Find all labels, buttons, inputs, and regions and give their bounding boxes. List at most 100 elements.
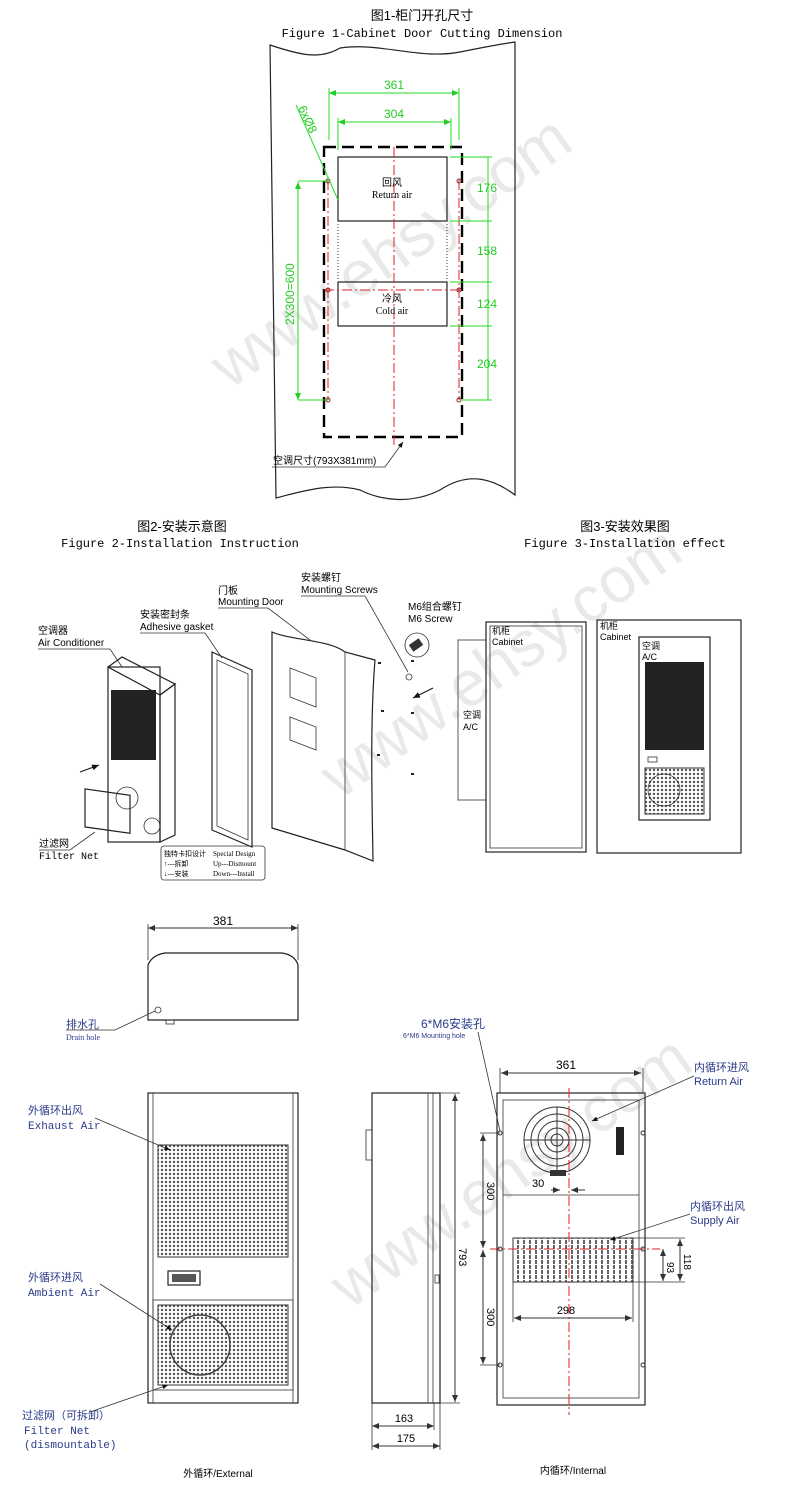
dim-361: 361 bbox=[384, 78, 404, 92]
return-fan bbox=[523, 1106, 591, 1174]
ac-label-en: A/C bbox=[463, 722, 479, 732]
ac-label-cn: 空调 bbox=[463, 709, 481, 720]
dim-vertical-span: 2X300=600 bbox=[283, 263, 297, 325]
filter-label-en2: (dismountable) bbox=[24, 1440, 116, 1452]
door-label-cn: 门板 bbox=[218, 584, 238, 597]
top-view: 381 排水孔 Drain hole bbox=[66, 914, 299, 1042]
m6-screw-detail bbox=[404, 632, 430, 658]
ac-label-cn: 空调器 bbox=[38, 624, 68, 637]
dim-158: 158 bbox=[477, 244, 497, 258]
dim-175: 175 bbox=[397, 1433, 415, 1445]
drain-hole bbox=[154, 1006, 162, 1014]
ac-front-label-en: A/C bbox=[642, 652, 658, 662]
special-l2-en: Up---Dismount bbox=[213, 860, 256, 868]
cold-air-cutout bbox=[337, 281, 448, 327]
cabinet-label-en: Cabinet bbox=[492, 637, 524, 647]
figure-3-title-cn: 图3-安装效果图 bbox=[580, 519, 670, 534]
screws-label-cn: 安装螺钉 bbox=[301, 571, 341, 584]
dim-internal-361: 361 bbox=[556, 1058, 576, 1072]
dim-top-381: 381 bbox=[213, 914, 233, 928]
external-caption: 外循环/External bbox=[183, 1467, 252, 1480]
special-l1-en: Special Design bbox=[213, 850, 256, 858]
special-l1-cn: 独特卡扣设计 bbox=[164, 849, 206, 858]
m6-label-cn: M6组合螺钉 bbox=[408, 600, 462, 613]
gasket-label-cn: 安装密封条 bbox=[140, 608, 190, 621]
return-air-cutout bbox=[337, 156, 448, 222]
exhaust-grille bbox=[157, 1144, 289, 1258]
dim-93: 93 bbox=[664, 1262, 675, 1274]
dim-30: 30 bbox=[532, 1178, 544, 1190]
figure-2-installation: 空调器 Air Conditioner 安装密封条 Adhesive gaske… bbox=[38, 571, 462, 881]
filter-label-cn: 过滤网（可拆卸） bbox=[22, 1408, 110, 1422]
exhaust-label-en: Exhaust Air bbox=[28, 1121, 101, 1133]
dim-204: 204 bbox=[477, 357, 497, 371]
ambient-label-cn: 外循环进风 bbox=[28, 1271, 83, 1284]
cabinet-side bbox=[485, 621, 587, 853]
filter-grille bbox=[157, 1304, 289, 1386]
ac-front bbox=[638, 636, 711, 821]
cabinet-label-cn: 机柜 bbox=[492, 625, 510, 636]
cold-air-label-cn: 冷风 bbox=[382, 292, 402, 305]
watermark: www.ehsy.com bbox=[306, 510, 694, 812]
ac-label-en: Air Conditioner bbox=[38, 638, 105, 649]
mount-label-en: 6*M6 Mounting hole bbox=[403, 1033, 465, 1040]
dim-298: 298 bbox=[557, 1305, 575, 1317]
return-air-label-cn: 回风 bbox=[382, 177, 402, 189]
external-front-view: 外循环出风 Exhaust Air 外循环进风 Ambient Air 过滤网（… bbox=[22, 1092, 299, 1480]
figure-1-title-cn: 图1-柜门开孔尺寸 bbox=[371, 8, 474, 23]
special-l3-cn: ↓---安装 bbox=[164, 869, 189, 878]
special-design-box bbox=[160, 845, 266, 881]
figure-3-effect: 机柜 Cabinet 空调 A/C 机柜 Cabinet 空调 A/C bbox=[457, 619, 742, 854]
dim-300-lower: 300 bbox=[484, 1308, 496, 1326]
dim-163: 163 bbox=[395, 1413, 413, 1425]
supply-air-label-cn: 内循环出风 bbox=[690, 1199, 745, 1213]
ac-outline-dashed bbox=[322, 145, 464, 439]
dim-793: 793 bbox=[456, 1248, 468, 1266]
mount-label-cn: 6*M6安装孔 bbox=[421, 1016, 485, 1031]
ac-fan bbox=[115, 786, 139, 810]
supply-grille bbox=[512, 1237, 634, 1283]
exhaust-label-cn: 外循环出风 bbox=[28, 1103, 83, 1117]
cabinet-front-label-en: Cabinet bbox=[600, 632, 632, 642]
special-l2-cn: ↑---拆卸 bbox=[164, 859, 189, 868]
ac-grille bbox=[111, 690, 156, 760]
figure-2-title-cn: 图2-安装示意图 bbox=[137, 519, 227, 534]
ac-size-label: 空调尺寸(793X381mm) bbox=[273, 454, 376, 467]
figure-3-title-en: Figure 3-Installation effect bbox=[524, 537, 726, 551]
ambient-label-en: Ambient Air bbox=[28, 1288, 101, 1300]
cabinet-front bbox=[596, 619, 742, 854]
return-air-label-cn: 内循环进风 bbox=[694, 1060, 749, 1074]
gasket-label-en: Adhesive gasket bbox=[140, 622, 214, 633]
filter-net bbox=[84, 788, 131, 834]
cabinet-door-outline bbox=[269, 41, 516, 500]
watermark: www.ehsy.com bbox=[196, 100, 584, 402]
return-air-label-en: Return Air bbox=[694, 1076, 743, 1088]
m6-label-en: M6 Screw bbox=[408, 614, 453, 625]
dim-300-upper: 300 bbox=[484, 1182, 496, 1200]
filter-label-en: Filter Net bbox=[39, 851, 99, 863]
return-air-label-en: Return air bbox=[372, 190, 413, 201]
cabinet-front-label-cn: 机柜 bbox=[600, 620, 618, 631]
drain-label-cn: 排水孔 bbox=[66, 1017, 99, 1031]
dim-118: 118 bbox=[681, 1254, 692, 1270]
ac-front-label-cn: 空调 bbox=[642, 640, 660, 651]
dim-176: 176 bbox=[477, 181, 497, 195]
filter-label-en: Filter Net bbox=[24, 1426, 90, 1438]
drain-label-en: Drain hole bbox=[66, 1033, 100, 1042]
dim-304: 304 bbox=[384, 107, 404, 121]
screws-label-en: Mounting Screws bbox=[301, 585, 378, 596]
cold-air-label-en: Cold air bbox=[376, 306, 409, 317]
figure-2-title-en: Figure 2-Installation Instruction bbox=[61, 537, 299, 551]
side-view: 793 163 175 bbox=[365, 1092, 468, 1450]
figure-1-title-en: Figure 1-Cabinet Door Cutting Dimension bbox=[282, 27, 563, 41]
adhesive-gasket bbox=[211, 651, 253, 848]
filter-label-cn: 过滤网 bbox=[39, 837, 69, 850]
dim-124: 124 bbox=[477, 297, 497, 311]
door-label-en: Mounting Door bbox=[218, 597, 284, 608]
internal-caption: 内循环/Internal bbox=[540, 1464, 606, 1477]
internal-view: 361 300 300 30 298 93 118 6*M6安装孔 6*M6 M… bbox=[403, 1016, 749, 1477]
mounting-door bbox=[271, 631, 376, 862]
dim-holes: 6xØ8 bbox=[295, 103, 320, 135]
supply-air-label-en: Supply Air bbox=[690, 1215, 740, 1227]
